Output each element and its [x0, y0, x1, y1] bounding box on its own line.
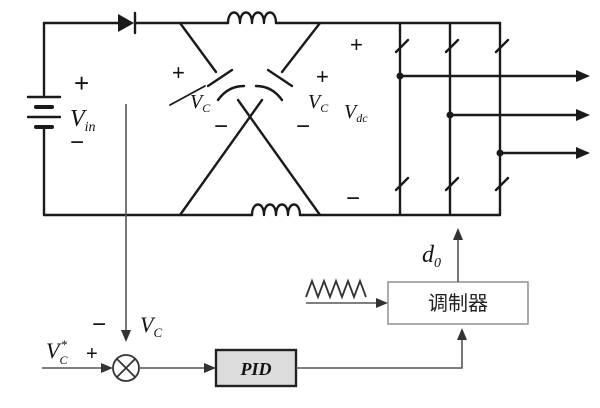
- vc-sense-lead: [169, 85, 206, 106]
- vc-left-label: VC: [190, 91, 211, 115]
- x-branch-right-lower: [178, 98, 264, 217]
- error-arrowhead: [204, 363, 216, 373]
- vc-feedback-label: VC: [140, 312, 162, 340]
- x-branch-left: [178, 21, 218, 74]
- capacitor-right: [254, 68, 294, 102]
- capR-plus-sign: +: [316, 64, 329, 89]
- control-loop: [42, 104, 529, 388]
- d0-label: d0: [422, 242, 441, 271]
- modulator-label: 调制器: [428, 291, 488, 315]
- dc-plus-sign: +: [350, 32, 363, 57]
- vin-plus-sign: +: [74, 68, 89, 98]
- capL-plus-sign: +: [172, 60, 185, 85]
- x-branch-left-lower: [236, 98, 322, 217]
- summing-junction: [112, 354, 140, 382]
- sum-minus-sign: −: [92, 311, 106, 338]
- d0-arrowhead: [453, 228, 463, 240]
- vc-right-label: VC: [308, 91, 329, 115]
- bridge-switches: [394, 38, 510, 192]
- carrier-arrowhead: [376, 298, 388, 308]
- carrier-sawtooth: [305, 278, 367, 300]
- diode: [118, 11, 137, 35]
- vdc-label: Vdc: [344, 101, 368, 125]
- reference-arrowhead: [101, 363, 113, 373]
- dc-source-battery: [26, 95, 62, 129]
- vin-label: Vin: [70, 106, 96, 135]
- pid-output-wire: [296, 340, 463, 369]
- dc-minus-sign: −: [346, 185, 360, 212]
- inductor-bottom: [250, 203, 302, 217]
- pid-block: [214, 348, 298, 388]
- pid-output-arrowhead: [457, 328, 467, 340]
- capL-minus-sign: −: [214, 113, 228, 140]
- vc-reference-label: VC*: [46, 337, 68, 367]
- x-branch-right: [280, 21, 322, 74]
- output-phase-b: [446, 109, 590, 121]
- pid-label: PID: [240, 359, 272, 379]
- sum-plus-sign: +: [86, 343, 98, 365]
- power-circuit: [26, 11, 590, 217]
- feedback-arrowhead: [121, 330, 131, 342]
- vin-minus-sign: −: [70, 129, 84, 156]
- capacitor-left: [206, 68, 246, 102]
- output-phase-c: [496, 147, 590, 159]
- inductor-top: [226, 11, 278, 25]
- output-phase-a: [396, 70, 590, 82]
- labels: + Vin − + VC − + VC − + Vdc − d0 − VC VC…: [46, 32, 488, 379]
- capR-minus-sign: −: [296, 113, 310, 140]
